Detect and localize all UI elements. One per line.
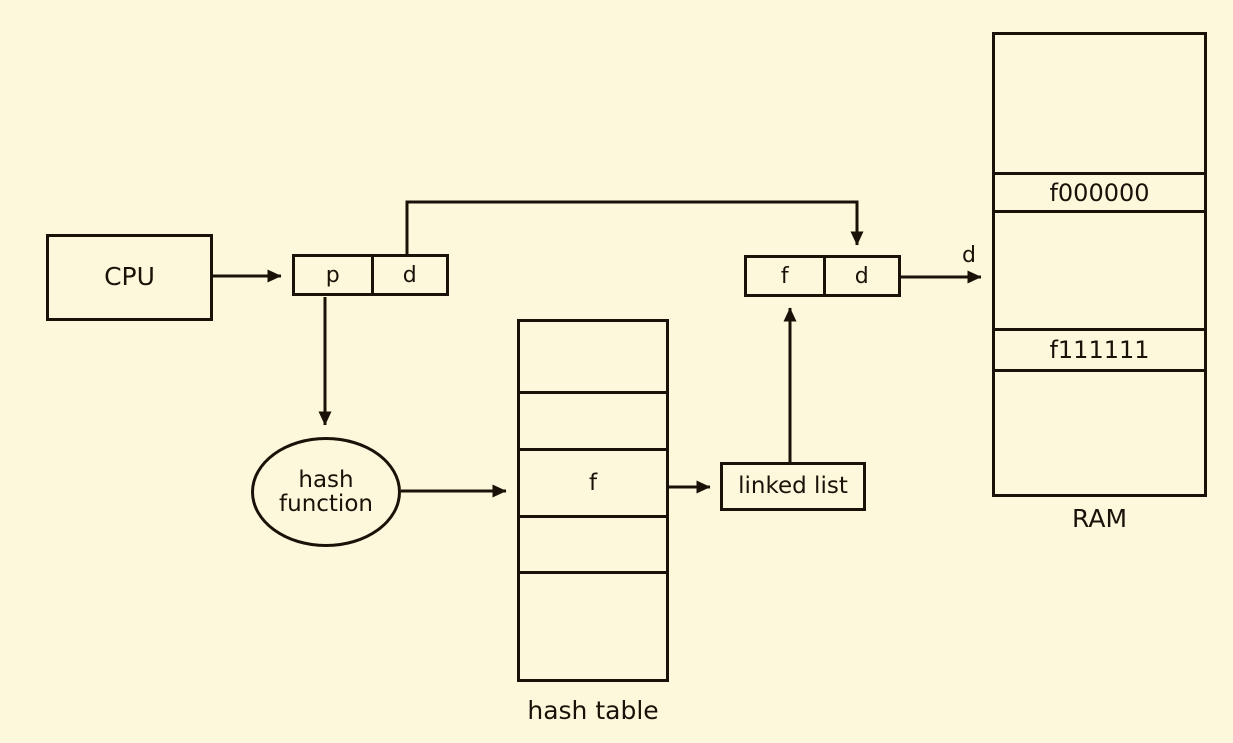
- linked-list-box[interactable]: linked list: [720, 462, 866, 511]
- cpu-label: CPU: [104, 262, 155, 292]
- pointer-node[interactable]: p d: [292, 254, 449, 296]
- ram-row[interactable]: [995, 210, 1204, 328]
- hash-table-row[interactable]: [520, 571, 666, 679]
- pointer-node-cell-d: d: [370, 257, 447, 293]
- ram-caption: RAM: [1071, 504, 1128, 533]
- cpu-box[interactable]: CPU: [46, 234, 213, 321]
- ram-row-f000000[interactable]: f000000: [995, 172, 1204, 210]
- hash-table-row[interactable]: [520, 322, 666, 391]
- hash-function-node[interactable]: hash function: [251, 437, 401, 547]
- ram-row[interactable]: [995, 35, 1204, 172]
- entry-node[interactable]: f d: [744, 255, 901, 297]
- hash-table-caption: hash table: [527, 696, 659, 725]
- ram-block[interactable]: f000000 f111111: [992, 32, 1207, 497]
- hash-table[interactable]: f: [517, 319, 669, 682]
- entry-node-cell-f: f: [780, 263, 789, 289]
- linked-list-label: linked list: [738, 473, 848, 500]
- edge-label-d: d: [962, 243, 976, 268]
- pointer-node-cell-p: p: [325, 262, 340, 288]
- hash-table-row[interactable]: [520, 391, 666, 448]
- edge-pointer-node-to-entry-node: [405, 200, 864, 254]
- ram-row[interactable]: [995, 369, 1204, 485]
- hash-table-row[interactable]: [520, 515, 666, 571]
- hash-table-row-f[interactable]: f: [520, 448, 666, 515]
- entry-node-cell-d: d: [822, 258, 899, 294]
- hash-function-label: hash function: [279, 466, 373, 517]
- ram-row-f111111[interactable]: f111111: [995, 328, 1204, 369]
